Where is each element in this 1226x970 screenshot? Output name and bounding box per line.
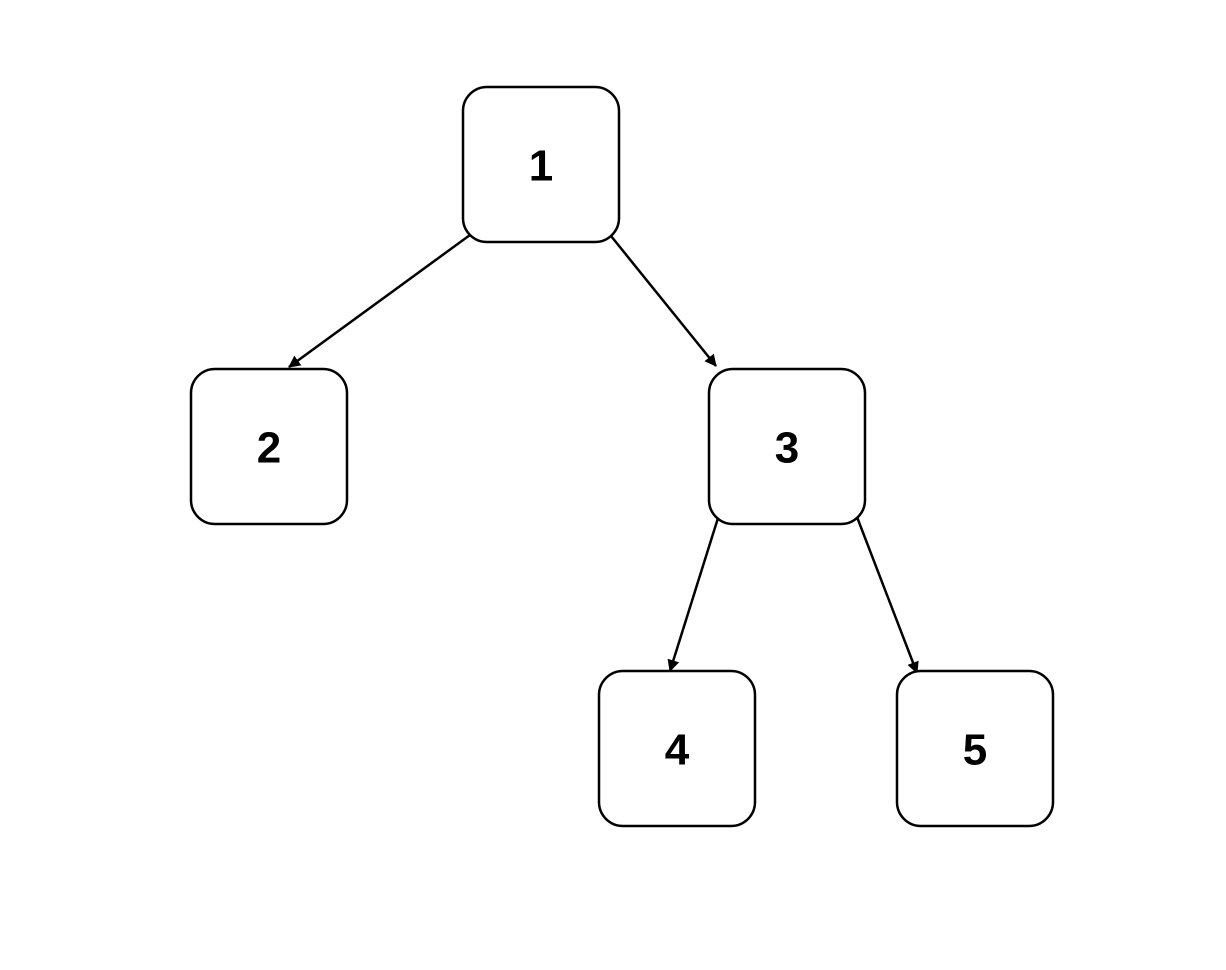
node-label: 5 bbox=[963, 726, 987, 775]
node-box bbox=[597, 669, 757, 828]
node-5[interactable]: 5 bbox=[895, 669, 1055, 828]
edge-1-to-2 bbox=[288, 233, 471, 369]
edges bbox=[288, 233, 919, 674]
node-label: 2 bbox=[257, 424, 281, 473]
node-3[interactable]: 3 bbox=[707, 367, 867, 526]
node-box bbox=[461, 85, 621, 244]
node-box bbox=[707, 367, 867, 526]
node-4[interactable]: 4 bbox=[597, 669, 757, 828]
node-2[interactable]: 2 bbox=[189, 367, 349, 526]
node-label: 1 bbox=[529, 142, 553, 191]
node-1[interactable]: 1 bbox=[461, 85, 621, 244]
node-box bbox=[895, 669, 1055, 828]
edge-3-to-4 bbox=[667, 517, 720, 672]
edge-1-to-3 bbox=[610, 235, 717, 367]
edge-3-to-5 bbox=[855, 516, 919, 674]
node-label: 4 bbox=[665, 726, 690, 775]
node-box bbox=[189, 367, 349, 526]
node-label: 3 bbox=[775, 424, 799, 473]
